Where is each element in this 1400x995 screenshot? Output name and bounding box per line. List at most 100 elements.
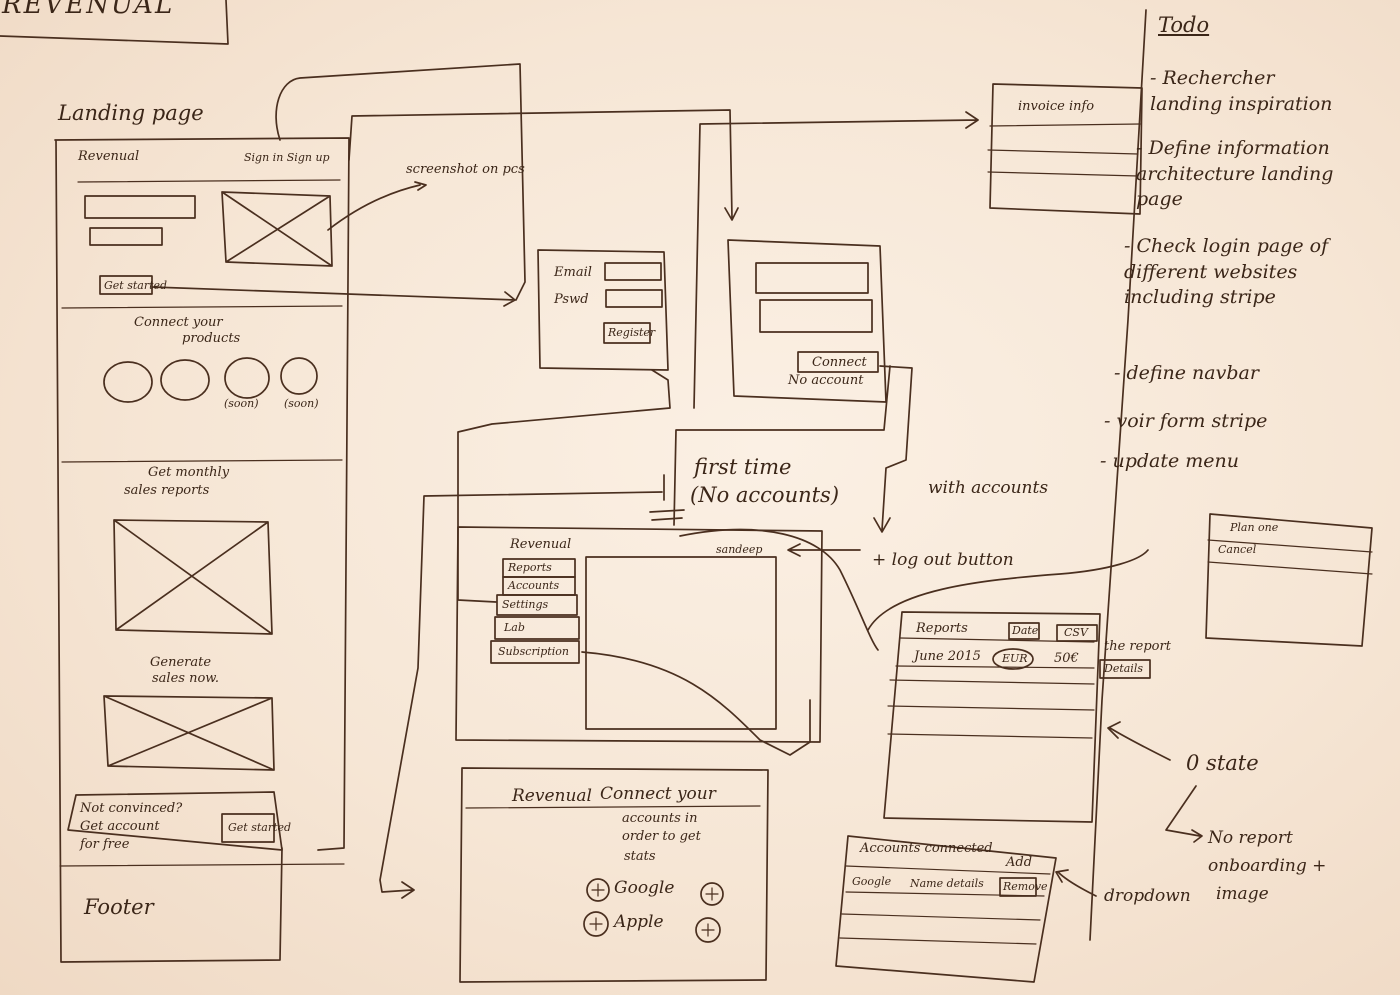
reports-heading-1: Get monthly: [148, 465, 230, 480]
flow-arrow: [693, 111, 979, 409]
todo-item: - voir form stripe: [1104, 410, 1268, 432]
connect-button[interactable]: Connect: [812, 355, 867, 370]
flow-arrow: [1107, 721, 1171, 761]
menu-item-subscription[interactable]: Subscription: [498, 645, 569, 658]
promo-box: [67, 791, 283, 851]
flow-arrow: [379, 491, 663, 899]
flow-arrow: [151, 286, 516, 307]
flow-arrow: [1165, 785, 1203, 843]
menu-item-reports[interactable]: Reports: [508, 561, 552, 574]
reports-panel-frame: [883, 611, 1101, 823]
accounts-col-remove[interactable]: Remove: [1003, 880, 1048, 893]
provider-google[interactable]: Google: [614, 878, 675, 898]
landing-page-label: Landing page: [58, 101, 204, 125]
connect-heading-1: Connect your: [134, 315, 223, 330]
generate-image-placeholder: [103, 695, 275, 771]
first-time-note-2: (No accounts): [690, 483, 840, 507]
with-accounts-note: with accounts: [928, 478, 1049, 498]
menu-item-lab[interactable]: Lab: [504, 621, 525, 634]
footer-label: Footer: [84, 895, 154, 919]
landing-nav[interactable]: Sign in Sign up: [244, 151, 330, 164]
todo-item: - update menu: [1100, 450, 1240, 472]
date-button[interactable]: Date: [1012, 624, 1039, 637]
flow-arrow: [787, 543, 861, 557]
circle-label-1: (soon): [224, 397, 259, 410]
connect-heading: Connect your: [600, 784, 716, 804]
promo-text-3: for free: [80, 837, 130, 852]
title-box: [0, 0, 229, 45]
landing-cta-button[interactable]: Get started: [104, 279, 168, 292]
connect-line-2: accounts in: [622, 811, 698, 826]
connect-brand: Revenual: [512, 786, 592, 806]
email-label: Email: [554, 265, 592, 280]
dashboard-user[interactable]: sandeep: [716, 543, 763, 556]
accounts-col-name: Name details: [910, 877, 984, 890]
accounts-col-google: Google: [852, 875, 892, 888]
todo-title: Todo: [1158, 13, 1210, 37]
menu-item-accounts[interactable]: Accounts: [508, 579, 560, 592]
flow-arrow: [673, 365, 891, 526]
title-text: REVENUAL: [2, 0, 175, 20]
connect-line-3: order to get: [622, 829, 701, 844]
reports-note: the report: [1104, 639, 1171, 654]
zero-state-note-2: onboarding +: [1208, 856, 1327, 876]
promo-text-1: Not convinced?: [80, 801, 183, 816]
connect-line-4: stats: [624, 849, 656, 864]
report-image-placeholder: [113, 519, 273, 635]
landing-frame: [54, 137, 350, 963]
dashboard-frame: [455, 526, 823, 743]
no-account-link[interactable]: No account: [788, 373, 864, 388]
connect-heading-2: products: [182, 331, 241, 346]
todo-item: - Check login page of different websites…: [1124, 235, 1329, 309]
input-placeholder-1: [84, 195, 196, 219]
todo-item: - Define information architecture landin…: [1136, 137, 1334, 211]
logout-note: + log out button: [872, 550, 1014, 570]
flow-arrow: [867, 549, 1149, 631]
flow-arrow: [873, 365, 913, 533]
flow-arrow: [1055, 869, 1097, 897]
reports-title: Reports: [916, 621, 968, 636]
flow-arrow: [581, 651, 811, 756]
todo-divider: [1089, 9, 1147, 941]
generate-text-1: Generate: [150, 655, 212, 670]
register-button[interactable]: Register: [608, 326, 656, 339]
signup-form-frame: [537, 249, 669, 371]
provider-apple[interactable]: Apple: [614, 912, 664, 932]
screenshot-note: screenshot on pcs: [406, 162, 525, 177]
dropdown-sketch: [1205, 513, 1373, 647]
accounts-title: Accounts connected: [860, 841, 993, 856]
dropdown-item-1[interactable]: Plan one: [1230, 521, 1279, 534]
flow-arrow: [457, 369, 671, 603]
csv-button[interactable]: CSV: [1064, 626, 1088, 639]
input-placeholder-2: [89, 227, 163, 246]
invoice-table-frame: [989, 83, 1143, 215]
zero-state-label: 0 state: [1186, 751, 1259, 775]
reports-heading-2: sales reports: [124, 483, 210, 498]
product-circle: [280, 357, 318, 395]
dropdown-item-2[interactable]: Cancel: [1218, 543, 1257, 556]
accounts-panel-frame: [835, 835, 1057, 983]
accounts-add[interactable]: Add: [1006, 855, 1033, 870]
menu-item-settings[interactable]: Settings: [502, 598, 549, 611]
flow-arrow: [327, 181, 427, 231]
product-circle: [103, 361, 153, 403]
flow-arrow: [649, 474, 685, 521]
dashboard-brand: Revenual: [510, 537, 572, 552]
todo-item: - Rechercher landing inspiration: [1150, 67, 1333, 115]
zero-state-note-1: No report: [1208, 828, 1293, 848]
generate-text-2: sales now.: [152, 671, 219, 686]
report-row-button[interactable]: Details: [1104, 662, 1143, 675]
landing-brand: Revenual: [78, 149, 140, 164]
invoice-header: invoice info: [1018, 99, 1095, 114]
circle-label-2: (soon): [284, 397, 319, 410]
screenshot-placeholder: [221, 191, 333, 267]
flow-arrow: [275, 63, 526, 301]
report-row-month: June 2015: [914, 649, 981, 664]
flow-arrow: [679, 528, 879, 651]
flow-arrow: [348, 109, 739, 221]
password-label: Pswd: [554, 292, 589, 307]
promo-text-2: Get account: [80, 819, 160, 834]
connect-accounts-frame: [459, 767, 769, 983]
promo-button[interactable]: Get started: [228, 821, 292, 834]
